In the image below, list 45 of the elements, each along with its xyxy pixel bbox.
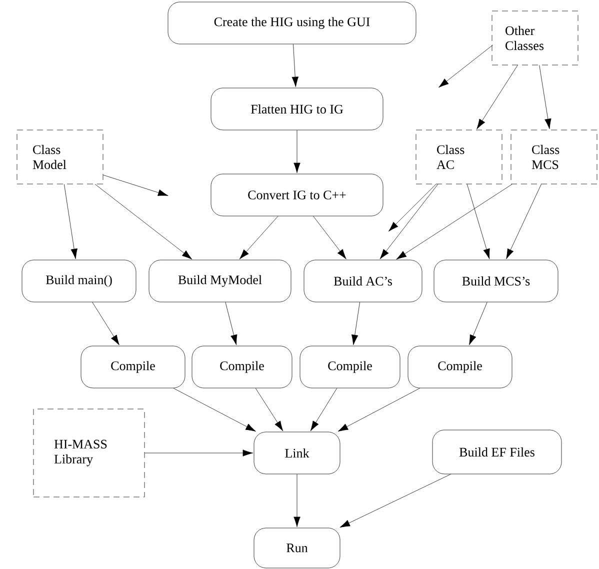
process-box: Compile: [80, 346, 186, 388]
arrow: [506, 184, 542, 260]
arrow: [476, 65, 518, 130]
process-box: Compile: [408, 346, 512, 388]
process-box: Build EF Files: [432, 430, 562, 474]
arrow: [292, 44, 299, 88]
arrow: [466, 184, 490, 260]
dashed-box: Class MCS: [510, 130, 598, 184]
arrow: [396, 184, 512, 260]
arrow: [313, 216, 346, 260]
process-box: Compile: [300, 346, 400, 388]
arrow: [225, 302, 238, 346]
dashed-box: HI-MASS Library: [33, 408, 145, 498]
arrow: [294, 130, 300, 174]
process-box: Link: [254, 432, 340, 474]
dashed-box: Class AC: [416, 130, 502, 184]
dashed-box: Other Classes: [492, 10, 578, 66]
process-box: Create the HIG using the GUI: [168, 2, 416, 44]
arrow: [103, 174, 168, 196]
process-box: Build MCS’s: [434, 260, 558, 302]
arrow: [340, 474, 451, 528]
arrow: [294, 474, 300, 528]
arrow: [255, 388, 284, 432]
process-box: Compile: [192, 346, 292, 388]
arrow: [173, 388, 256, 432]
process-box: Convert IG to C++: [210, 174, 384, 216]
arrow: [92, 302, 120, 346]
arrow: [310, 388, 338, 432]
arrow: [239, 216, 278, 260]
arrow: [338, 388, 420, 432]
arrow: [64, 184, 78, 260]
process-box: Build main(): [22, 260, 136, 302]
arrow: [94, 184, 192, 260]
arrow: [388, 184, 436, 232]
process-box: Build MyModel: [148, 260, 292, 302]
arrow: [469, 302, 488, 346]
dashed-box: Class Model: [16, 130, 104, 184]
process-box: Flatten HIG to IG: [210, 88, 384, 130]
process-box: Run: [254, 528, 340, 568]
process-box: Build AC’s: [304, 260, 422, 302]
arrow: [380, 184, 438, 260]
arrow: [351, 302, 360, 346]
arrow: [438, 44, 493, 88]
arrow: [144, 450, 254, 456]
arrow: [539, 65, 552, 130]
